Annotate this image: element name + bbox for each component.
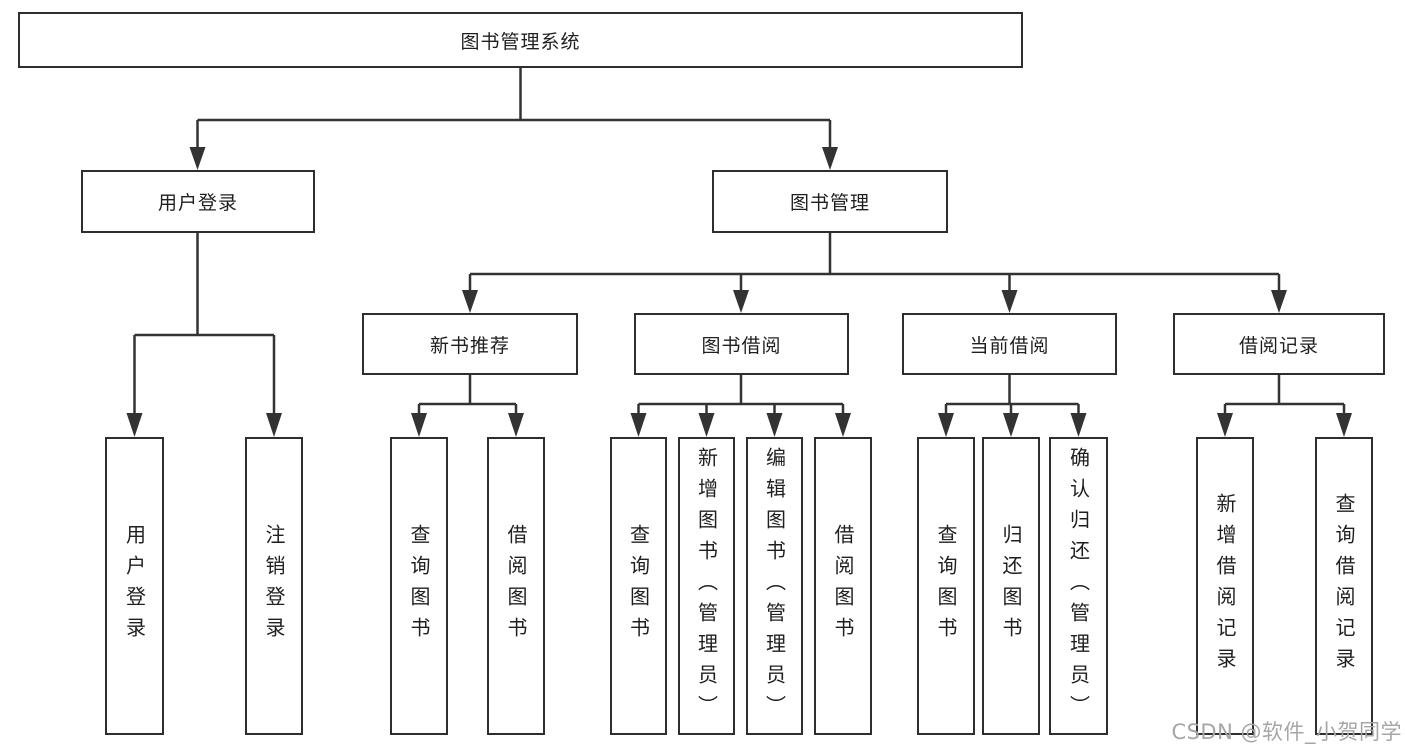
leaf-add-borrow-record: 新增借阅记录 [1196,437,1254,735]
node-label: 图书管理 [789,192,870,214]
node-label: 归还图书 [999,524,1023,648]
node-label: 新增借阅记录 [1213,493,1237,679]
connector-bookborrow-to-leaves [637,375,845,414]
csdn-watermark: CSDN @软件_小贺同学 [1171,720,1402,744]
node-label: 借阅图书 [504,524,528,648]
leaf-query-books-3: 查询图书 [917,437,975,735]
node-label: 新增图书（管理员） [694,446,719,726]
leaf-query-books-2: 查询图书 [610,437,667,735]
connector-root-to-level2 [196,68,832,147]
connector-currentborrow-to-leaves [944,375,1080,414]
node-new-book-recommend: 新书推荐 [362,313,578,375]
connector-newbook-to-leaves [417,375,518,414]
leaf-query-borrow-record: 查询借阅记录 [1315,437,1373,735]
node-library-management-system: 图书管理系统 [18,12,1023,68]
node-current-borrowing: 当前借阅 [902,313,1117,375]
connector-borrowrecord-to-leaves [1223,375,1346,414]
leaf-return-books: 归还图书 [982,437,1040,735]
node-user-login: 用户登录 [81,170,315,233]
node-book-management: 图书管理 [712,170,948,233]
node-label: 注销登录 [262,524,286,648]
leaf-logout: 注销登录 [245,437,303,735]
arrowheads [126,147,1352,437]
node-label: 图书管理系统 [460,30,581,53]
node-label: 借阅记录 [1238,334,1319,357]
node-label: 查询借阅记录 [1332,493,1356,679]
leaf-borrow-books-2: 借阅图书 [814,437,872,735]
node-label: 用户登录 [122,524,147,648]
node-label: 图书借阅 [701,334,782,357]
connector-userlogin-to-leaves [133,233,276,414]
leaf-borrow-books-1: 借阅图书 [487,437,545,735]
leaf-add-books-admin: 新增图书（管理员） [678,437,735,735]
node-label: 查询图书 [934,524,958,648]
node-label: 查询图书 [626,524,651,648]
node-label: 确认归还（管理员） [1066,446,1091,726]
node-label: 新书推荐 [429,334,510,357]
leaf-confirm-return-admin: 确认归还（管理员） [1049,437,1108,735]
node-label: 查询图书 [407,524,431,648]
node-label: 当前借阅 [969,334,1050,357]
leaf-user-login: 用户登录 [105,437,164,735]
connector-bookmgmt-to-level3 [468,233,1281,290]
node-label: 用户登录 [157,192,238,214]
node-label: 编辑图书（管理员） [762,446,787,726]
node-book-borrowing: 图书借阅 [634,313,849,375]
leaf-query-books-1: 查询图书 [390,437,448,735]
leaf-edit-books-admin: 编辑图书（管理员） [746,437,803,735]
node-label: 借阅图书 [831,524,855,648]
node-borrowing-records: 借阅记录 [1173,313,1385,375]
